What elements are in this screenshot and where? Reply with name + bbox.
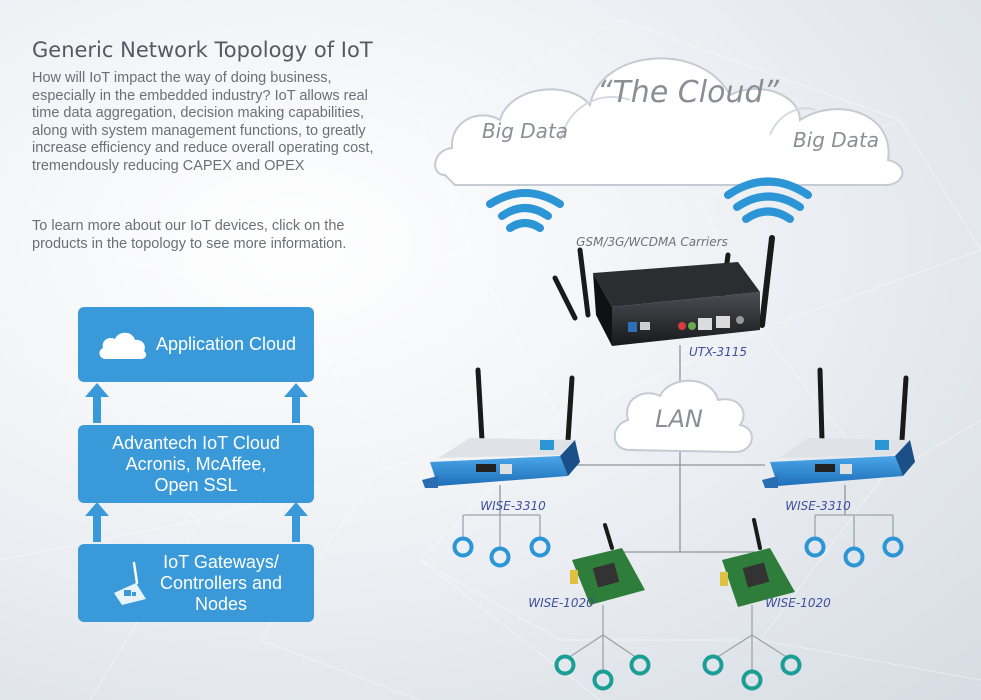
sensor-node-icon[interactable] xyxy=(780,654,802,676)
teal-tree-left[interactable] xyxy=(554,605,651,691)
sensor-node-icon[interactable] xyxy=(554,654,576,676)
sensor-node-icon[interactable] xyxy=(592,669,614,691)
router-right-device[interactable] xyxy=(762,367,915,488)
board-icon xyxy=(113,561,146,605)
iot-cloud-label: Advantech IoT Cloud Acronis, McAffee, Op… xyxy=(112,432,280,495)
router-left-device[interactable] xyxy=(422,367,580,488)
cloud-left-label: Big Data xyxy=(482,119,568,143)
iot-gateways-box[interactable]: IoT Gateways/ Controllers and Nodes xyxy=(78,544,314,622)
iot-cloud-box[interactable]: Advantech IoT Cloud Acronis, McAffee, Op… xyxy=(78,425,314,503)
sensor-node-icon[interactable] xyxy=(702,654,724,676)
sensor-node-icon[interactable] xyxy=(741,669,763,691)
learn-more-paragraph: To learn more about our IoT devices, cli… xyxy=(32,218,347,252)
sensor-tree-right[interactable] xyxy=(804,514,904,568)
sensor-tree-left[interactable] xyxy=(452,514,551,568)
router-left-label: WISE-3310 xyxy=(480,499,546,513)
application-cloud-box[interactable]: Application Cloud xyxy=(78,307,314,382)
arrow-up-icon xyxy=(85,383,109,423)
node-right-label: WISE-1020 xyxy=(765,596,831,610)
cloud-icon xyxy=(99,332,147,359)
node-left-label: WISE-1020 xyxy=(528,596,594,610)
router-right-label: WISE-3310 xyxy=(785,499,851,513)
node-left-board[interactable] xyxy=(570,523,645,605)
sensor-node-icon[interactable] xyxy=(529,536,551,558)
sensor-node-icon[interactable] xyxy=(804,536,826,558)
utx-gateway-device[interactable] xyxy=(552,235,775,346)
sensor-node-icon[interactable] xyxy=(489,546,511,568)
the-cloud: “The Cloud” Big Data Big Data xyxy=(434,57,904,186)
sensor-node-icon[interactable] xyxy=(629,654,651,676)
arrow-up-icon xyxy=(284,383,308,423)
iot-gateways-label: IoT Gateways/ Controllers and Nodes xyxy=(159,551,283,614)
wifi-signal-icon xyxy=(724,177,812,223)
sensor-node-icon[interactable] xyxy=(843,546,865,568)
teal-tree-right[interactable] xyxy=(702,605,802,691)
cloud-right-label: Big Data xyxy=(793,128,879,152)
sensor-node-icon[interactable] xyxy=(452,536,474,558)
arrow-up-icon xyxy=(85,502,109,542)
application-cloud-label: Application Cloud xyxy=(155,334,297,354)
gateway-label: UTX-3115 xyxy=(689,345,747,359)
node-right-board[interactable] xyxy=(720,518,795,607)
page-title: Generic Network Topology of IoT xyxy=(32,38,373,62)
intro-paragraph: How will IoT impact the way of doing bus… xyxy=(32,70,374,174)
lan-label: LAN xyxy=(655,405,703,433)
cloud-main-label: “The Cloud” xyxy=(597,75,780,110)
lan-cloud: LAN xyxy=(613,379,753,454)
arrow-up-icon xyxy=(284,502,308,542)
wifi-signal-icon xyxy=(486,189,564,232)
carriers-label: GSM/3G/WCDMA Carriers xyxy=(576,235,728,249)
sensor-node-icon[interactable] xyxy=(882,536,904,558)
